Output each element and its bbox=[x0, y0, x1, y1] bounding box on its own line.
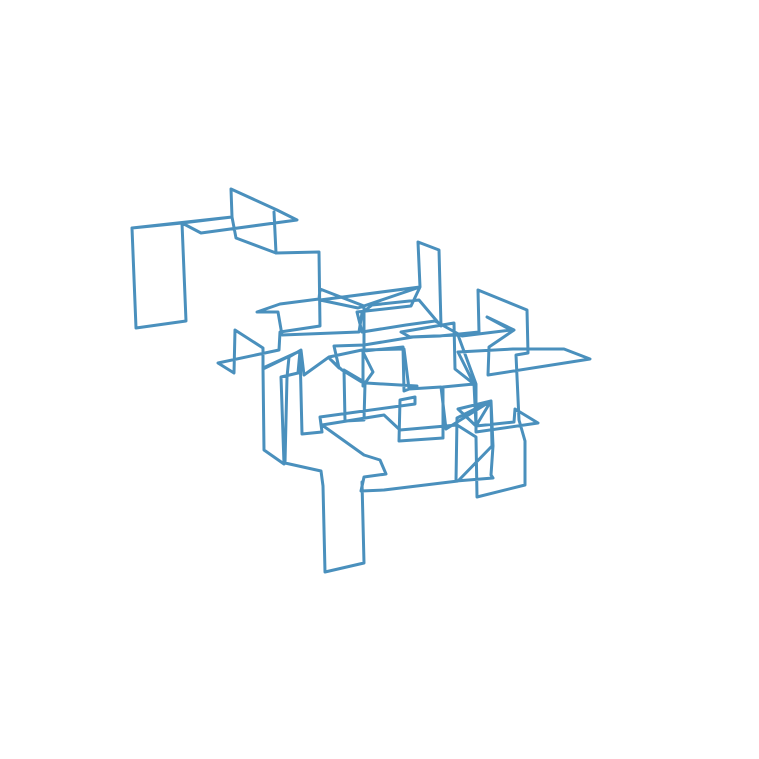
random-walk-path bbox=[130, 187, 592, 574]
